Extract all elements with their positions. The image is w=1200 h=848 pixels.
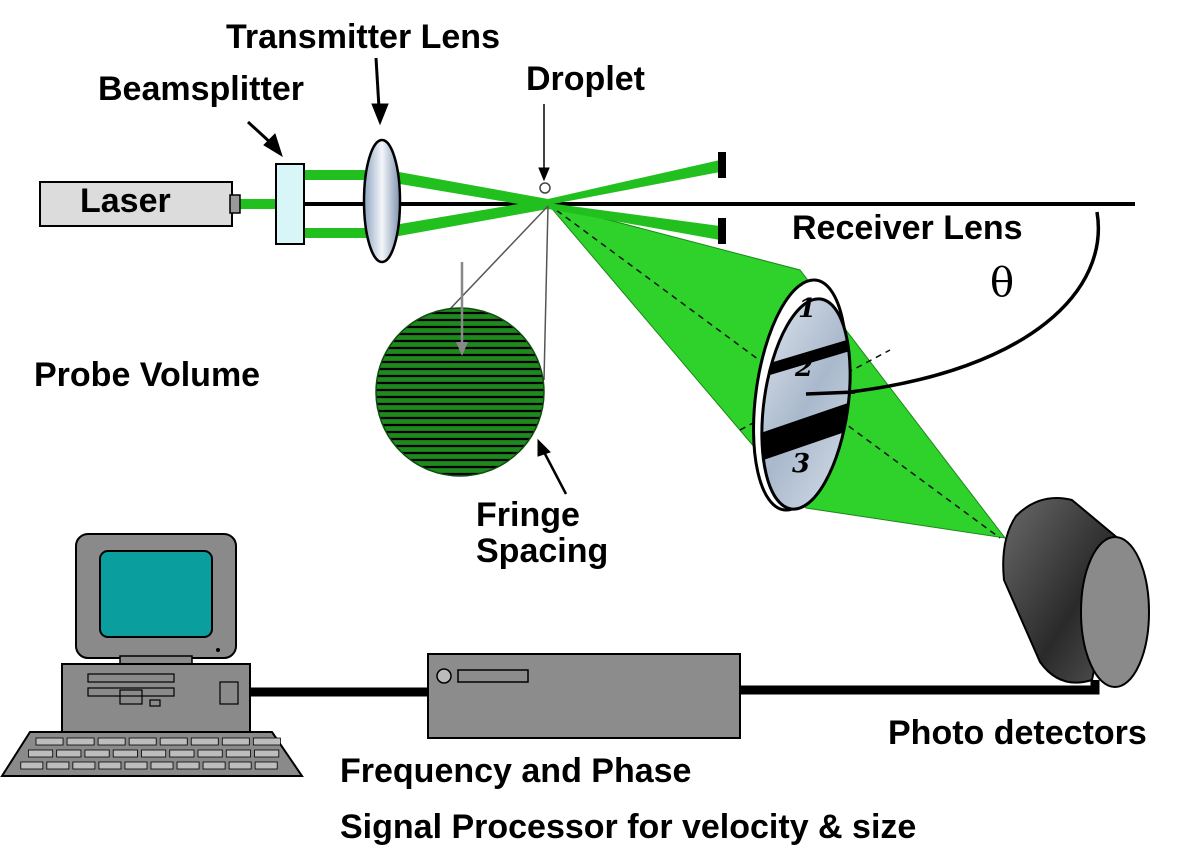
beamsplitter-label: Beamsplitter xyxy=(98,70,304,108)
keyboard-key xyxy=(141,749,167,758)
scattering-angle-arc xyxy=(849,211,1101,394)
beam-stop-lower xyxy=(718,218,726,244)
keyboard-key xyxy=(254,749,280,758)
keyboard-key xyxy=(66,737,95,746)
keyboard-key xyxy=(197,749,223,758)
keyboard-key xyxy=(176,761,200,770)
cone-centerline xyxy=(547,203,1001,539)
monitor-power-icon xyxy=(216,648,220,652)
receiver-segment-1: 1 xyxy=(798,294,816,324)
keyboard-key xyxy=(252,737,281,746)
monitor-screen xyxy=(99,550,213,638)
probe-volume-label: Probe Volume xyxy=(34,356,260,394)
processor-display xyxy=(457,669,529,683)
keyboard-key xyxy=(56,749,82,758)
spacing-label: Spacing xyxy=(476,532,608,570)
keyboard-key xyxy=(202,761,226,770)
processor-label-line2: Signal Processor for velocity & size xyxy=(340,808,916,846)
receiver-segment-2: 2 xyxy=(794,353,813,383)
power-knob-icon xyxy=(436,668,452,684)
leader-arrows xyxy=(246,57,568,495)
processor-label-line1: Frequency and Phase xyxy=(340,752,691,790)
laser-beams xyxy=(236,160,720,240)
computer-case xyxy=(61,663,251,733)
transmitter-lens xyxy=(362,138,402,264)
keyboard-key xyxy=(124,761,148,770)
transmitter-lens-label: Transmitter Lens xyxy=(226,18,500,56)
keyboard-key xyxy=(112,749,138,758)
laser-label: Laser xyxy=(80,182,171,220)
keyboard-key xyxy=(84,749,110,758)
beamsplitter xyxy=(275,163,305,245)
keyboard-key xyxy=(98,761,122,770)
keyboard-keys xyxy=(20,737,281,770)
fringe-outline xyxy=(375,307,545,477)
keyboard-key xyxy=(228,761,252,770)
photo-detectors-label: Photo detectors xyxy=(888,714,1147,752)
keyboard-key xyxy=(190,737,219,746)
keyboard-key xyxy=(150,761,174,770)
droplet xyxy=(539,182,551,194)
laser: Laser xyxy=(39,181,241,227)
computer xyxy=(0,533,304,777)
fringe-label: Fringe xyxy=(476,496,580,534)
keyboard-key xyxy=(169,749,195,758)
keyboard-key xyxy=(27,749,54,758)
keyboard-key xyxy=(225,749,251,758)
keyboard-key xyxy=(46,761,70,770)
keyboard-key xyxy=(159,737,188,746)
keyboard-key xyxy=(97,737,126,746)
receiver-segment-3: 3 xyxy=(792,449,810,479)
photo-detector xyxy=(1002,497,1150,688)
keyboard-key xyxy=(221,737,250,746)
keyboard-key xyxy=(20,761,44,770)
receiver-lens-label: Receiver Lens xyxy=(792,209,1023,247)
magnify-line-right xyxy=(543,205,549,381)
fringe-pattern xyxy=(376,308,544,476)
cable-detector-to-processor xyxy=(740,680,1100,695)
receiver-axis-line xyxy=(805,390,856,396)
beam-stop-upper xyxy=(718,152,726,178)
keyboard-key xyxy=(35,737,64,746)
keyboard-key xyxy=(254,761,278,770)
keyboard-key xyxy=(128,737,157,746)
keyboard-key xyxy=(72,761,96,770)
theta-symbol: θ xyxy=(990,260,1014,306)
signal-processor xyxy=(427,653,741,739)
droplet-label: Droplet xyxy=(526,60,645,98)
